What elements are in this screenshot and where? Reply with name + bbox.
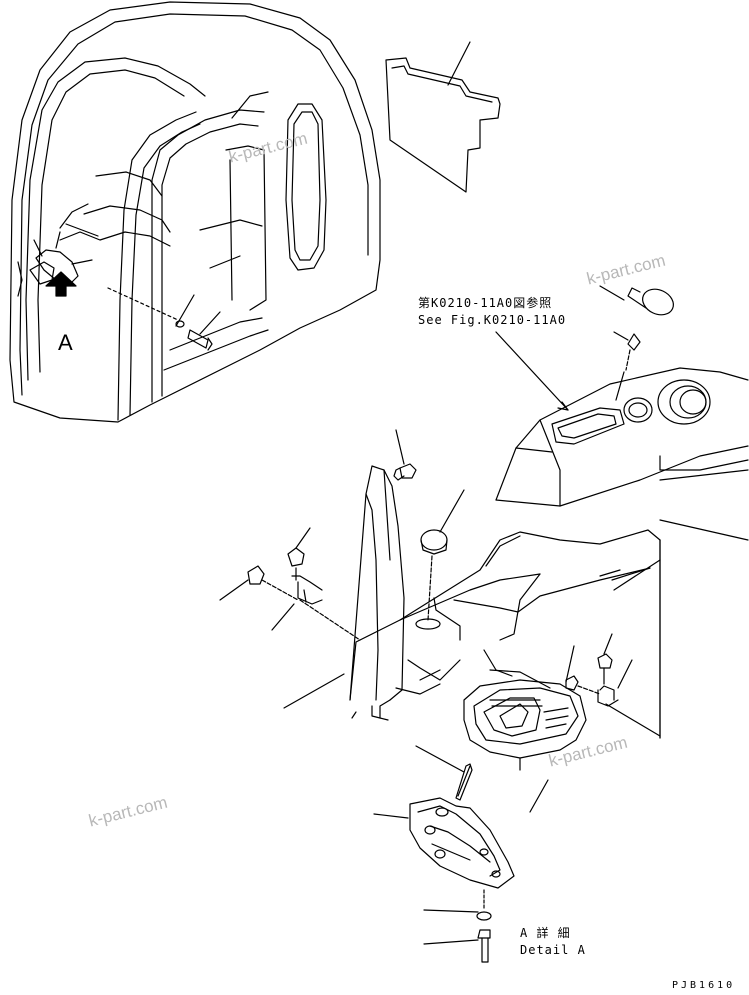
operator-cab: [9, 1, 381, 423]
floor-panel: [349, 429, 661, 721]
ref-note-en: See Fig.K0210-11A0: [418, 313, 567, 327]
right-clamp-parts: [565, 633, 661, 737]
detail-label-en: Detail A: [520, 943, 586, 957]
drawing-number: PJB1610: [672, 980, 736, 991]
foot-pedal: [463, 649, 587, 813]
detail-label-jp: A 詳 細: [520, 926, 571, 940]
pedal-bracket: [373, 745, 515, 963]
cap-and-screw-parts: [599, 285, 674, 401]
ref-note-jp: 第K0210-11A0図参照: [418, 296, 553, 310]
floor-mat-part: [385, 41, 501, 193]
view-a-label: A: [58, 330, 73, 355]
left-clamp-parts: [219, 527, 361, 709]
